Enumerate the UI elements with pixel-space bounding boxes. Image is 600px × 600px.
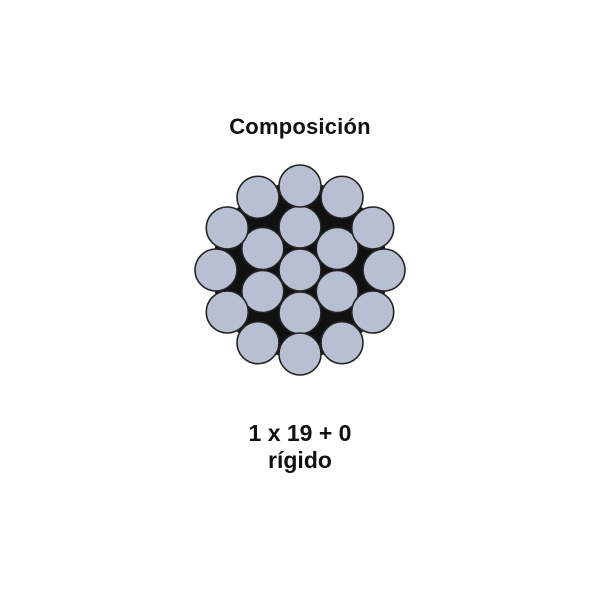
strand-group [194, 164, 406, 376]
outer-strand [236, 175, 280, 220]
outer-strand [278, 332, 322, 376]
inner-strand [315, 269, 360, 314]
outer-strand [278, 164, 322, 208]
inner-strand [240, 226, 285, 271]
outer-strand [362, 248, 406, 292]
outer-strand [350, 290, 395, 334]
rigidity-label: rígido [268, 447, 332, 473]
rope-specification: 1 x 19 + 0 rígido [0, 420, 600, 474]
outer-strand [236, 320, 280, 365]
inner-strand [278, 291, 322, 335]
outer-strand [205, 290, 250, 334]
inner-strand [240, 269, 285, 314]
inner-strand [278, 205, 322, 249]
outer-strand [350, 206, 395, 250]
inner-strand [315, 226, 360, 271]
outer-strand [194, 248, 238, 292]
wire-rope-cross-section [194, 164, 406, 376]
outer-strand [205, 206, 250, 250]
outer-strand [320, 175, 364, 220]
core-strand [278, 248, 322, 292]
outer-strand [320, 320, 364, 365]
diagram-title: Composición [229, 114, 371, 139]
construction-label: 1 x 19 + 0 [248, 420, 352, 446]
